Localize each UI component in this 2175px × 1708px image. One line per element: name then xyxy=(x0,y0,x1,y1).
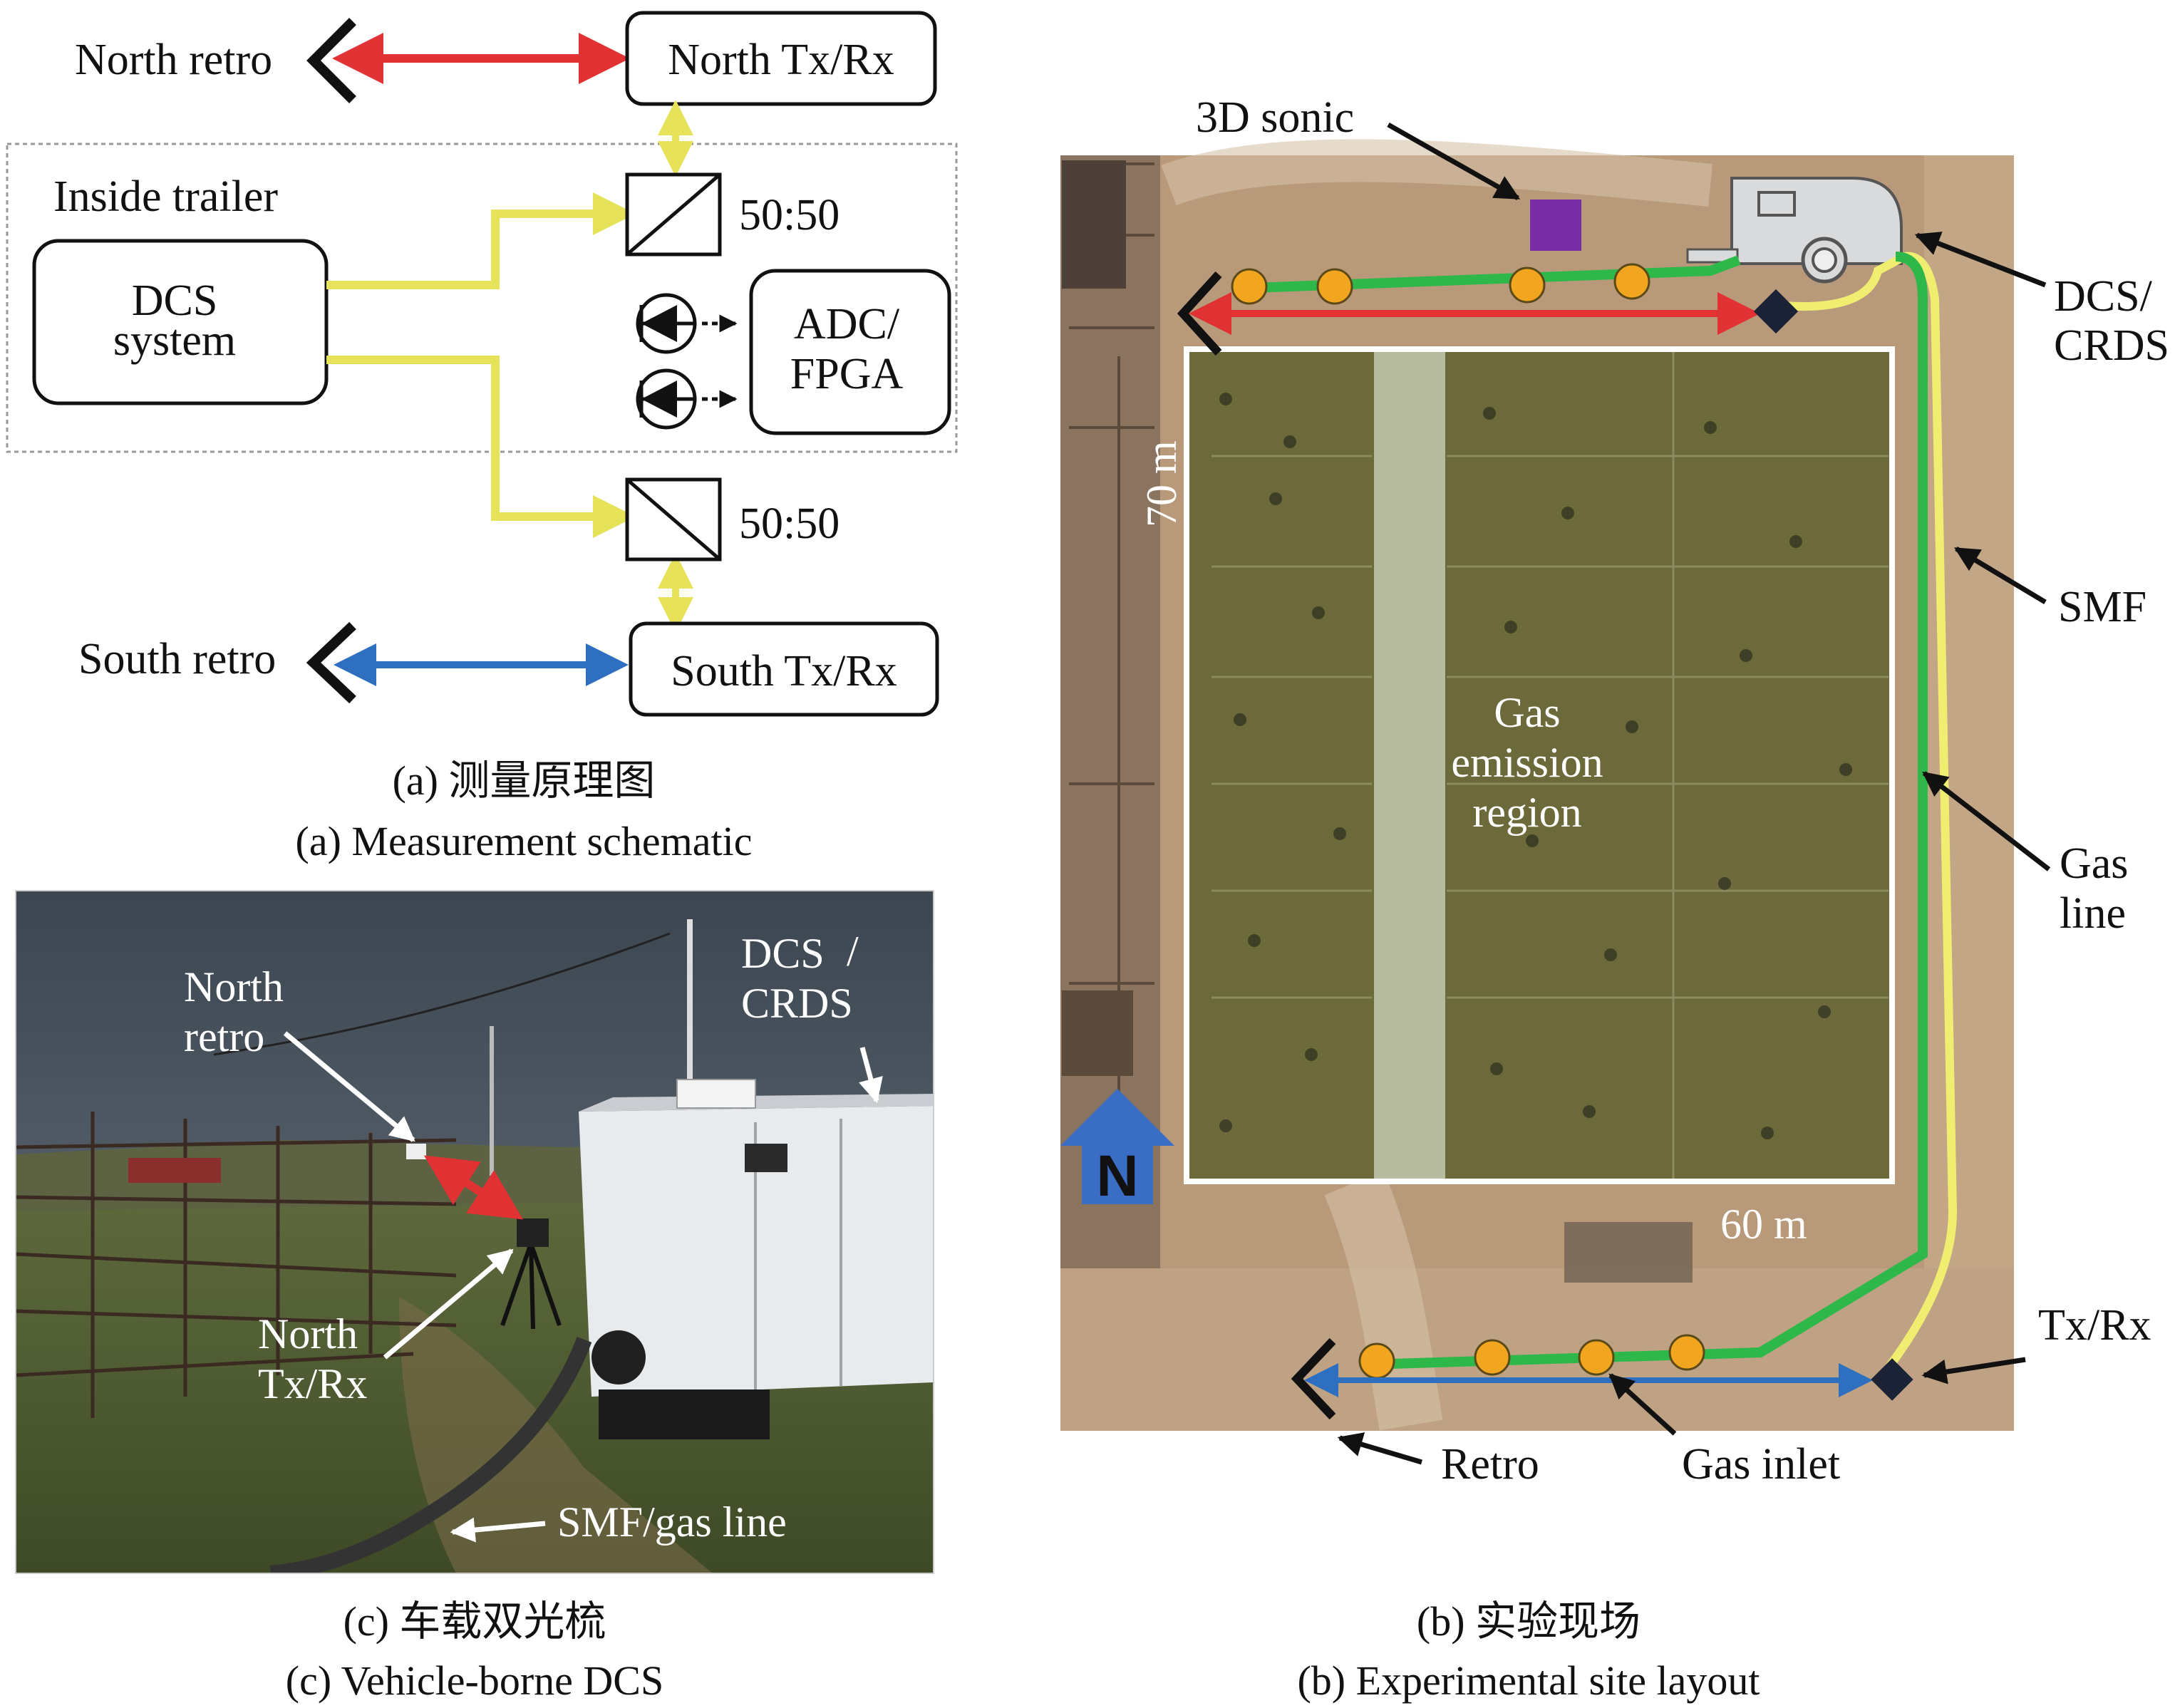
panel-a-schematic: North retro North Tx/Rx Inside trailer D… xyxy=(6,11,958,864)
dcs-system-box xyxy=(32,239,329,405)
north-retro-chevron-b-icon xyxy=(1177,271,1222,356)
adc-fpga-box xyxy=(749,269,951,435)
smf-gas-pointer-photo xyxy=(450,1517,546,1543)
north-retro-label: North retro xyxy=(75,36,272,84)
sonic-icon xyxy=(1530,200,1581,251)
north-txrx-photo-2: Tx/Rx xyxy=(258,1360,367,1407)
north-txrx-box xyxy=(625,11,937,106)
north-retro-photo-2: retro xyxy=(184,1013,264,1060)
south-txrx-label: South Tx/Rx xyxy=(671,647,897,695)
north-path-photo xyxy=(423,1155,524,1220)
smf-gas-label-photo: SMF/gas line xyxy=(557,1499,787,1546)
caption-c-cn: (c) 车载双光梳 xyxy=(343,1598,606,1645)
dcs-system-label-2: system xyxy=(113,316,236,365)
crds-label-photo: CRDS xyxy=(741,980,853,1027)
inside-trailer-label: Inside trailer xyxy=(53,172,278,221)
south-retro-chevron-icon xyxy=(306,621,356,704)
dim-60-label: 60 m xyxy=(1720,1201,1807,1248)
smf-fiber xyxy=(1774,252,1958,1372)
trailer-icon xyxy=(1686,177,1903,284)
north-retro-photo-1: North xyxy=(184,963,284,1010)
panel-b-site-layout: Gas emission region 70 m 60 m 3D sonic xyxy=(1060,93,2169,1704)
region-label-3: region xyxy=(1472,789,1581,836)
gas-emission-field xyxy=(1184,346,1895,1184)
south-txrx-box xyxy=(629,621,939,717)
dcs-crds-label-1: DCS/ xyxy=(2054,272,2153,321)
panel-c-photo: DCS / CRDS North retro North Tx/Rx SMF/g… xyxy=(15,890,934,1704)
retro-pointer xyxy=(1337,1432,1422,1465)
south-retro-label: South retro xyxy=(78,635,276,683)
north-arrow-letter: N xyxy=(1096,1144,1138,1208)
north-txrx-label: North Tx/Rx xyxy=(668,36,894,84)
dcs-label-photo: DCS xyxy=(741,930,825,977)
txrx-label: Tx/Rx xyxy=(2038,1301,2151,1350)
sonic-label: 3D sonic xyxy=(1196,93,1354,142)
caption-a-cn: (a) 测量原理图 xyxy=(393,757,656,804)
dcs-pointer-photo xyxy=(858,1047,883,1104)
splitter-top-label: 50:50 xyxy=(739,191,839,239)
north-arrow-icon: N xyxy=(1060,1089,1174,1208)
center-lane xyxy=(1374,352,1445,1179)
caption-c-en: (c) Vehicle-borne DCS xyxy=(286,1657,663,1704)
gas-inlet-pointer xyxy=(1608,1373,1677,1436)
vehicle-photo xyxy=(16,891,934,1573)
gas-line-pointer xyxy=(1922,771,2051,871)
caption-a-en: (a) Measurement schematic xyxy=(296,818,753,864)
north-txrx-pointer-photo xyxy=(383,1248,514,1360)
photodiode-lower-icon xyxy=(636,368,738,430)
gas-line-label-2: line xyxy=(2060,889,2126,938)
caption-b-cn: (b) 实验现场 xyxy=(1417,1598,1641,1645)
caption-b-en: (b) Experimental site layout xyxy=(1297,1657,1760,1704)
gas-line-label-1: Gas xyxy=(2060,839,2128,888)
dcs-crds-label-2: CRDS xyxy=(2054,321,2169,370)
gas-inlet-label: Gas inlet xyxy=(1682,1440,1840,1489)
smf-label: SMF xyxy=(2058,583,2146,631)
region-label-1: Gas xyxy=(1494,689,1560,736)
fiber-dcs-upper xyxy=(326,192,636,289)
fiber-dcs-lower xyxy=(326,356,636,538)
adc-label-2: FPGA xyxy=(790,350,904,398)
region-label-2: emission xyxy=(1451,739,1603,786)
photodiode-upper-icon xyxy=(636,293,738,354)
dim-70-label: 70 m xyxy=(1138,440,1185,527)
txrx-pointer xyxy=(1921,1357,2026,1384)
retro-label: Retro xyxy=(1441,1440,1539,1489)
south-txrx-b-icon xyxy=(1871,1358,1913,1401)
north-txrx-photo-1: North xyxy=(258,1310,358,1357)
south-retro-chevron-b-icon xyxy=(1291,1337,1336,1420)
sonic-pointer xyxy=(1387,122,1521,201)
smf-pointer xyxy=(1953,546,2047,605)
dcs-system-label-1: DCS xyxy=(132,276,218,325)
slash-label-photo: / xyxy=(847,928,859,975)
dcs-crds-pointer xyxy=(1914,232,2047,288)
inside-trailer-box xyxy=(6,143,958,453)
splitter-bottom-label: 50:50 xyxy=(739,500,839,548)
north-retro-pointer-photo xyxy=(283,1031,415,1142)
adc-label-1: ADC/ xyxy=(794,300,900,348)
